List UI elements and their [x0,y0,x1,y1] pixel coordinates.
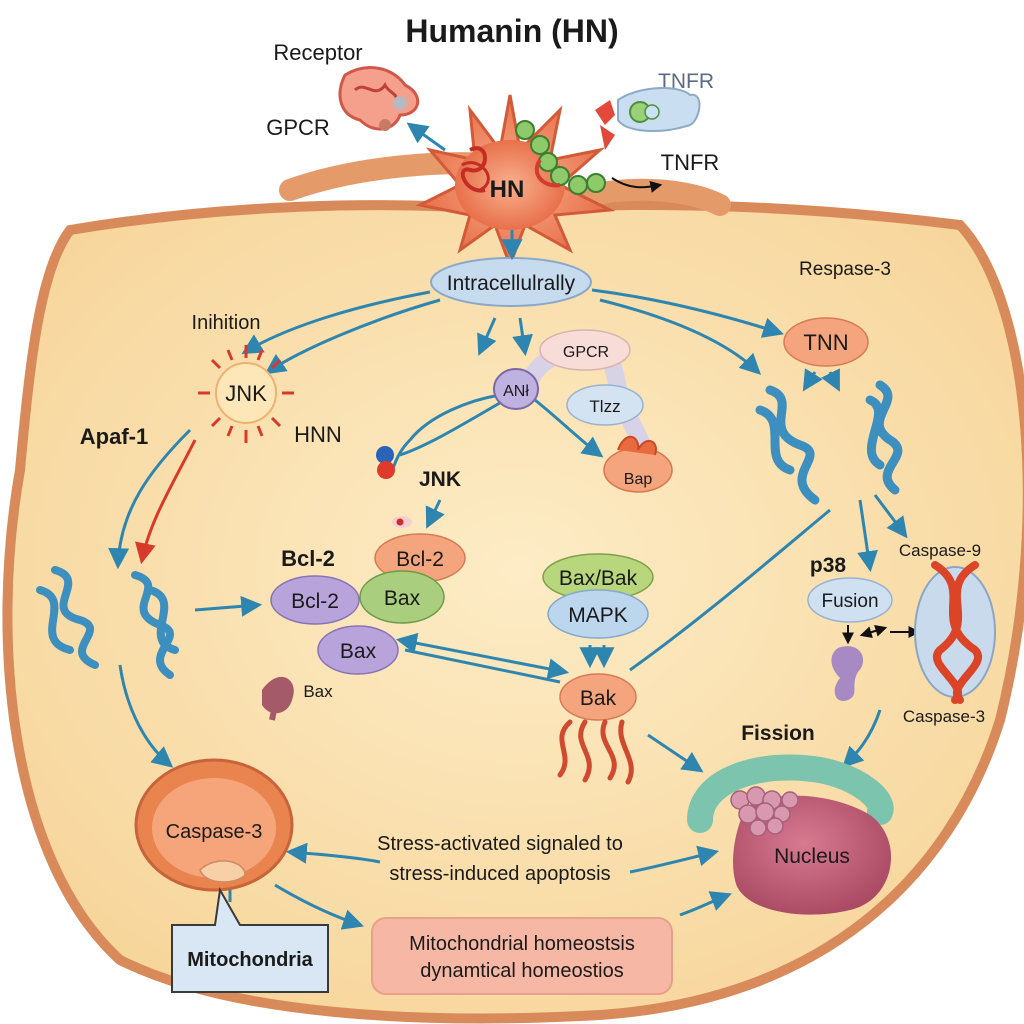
pathway-arrows [108,122,908,930]
tlzz-node [566,384,644,426]
fusion-node [807,577,893,623]
tnfr-receptor-protein [595,87,701,150]
tnfr-top-label: TNFR [658,70,714,93]
intracellular-label: Intracellulrally [447,272,576,295]
homeostasis-line2: dynamtical homeostios [420,960,623,982]
apaf1-label: Apaf-1 [80,424,148,449]
mitochondria-organelle: Caspase-3 [134,758,294,892]
bap-label: Bap [624,471,653,488]
bax-green-label: Bax [384,587,421,610]
jnk-burst: JNK [198,345,294,443]
bax-green-node [359,570,445,624]
nucleus-label: Nucleus [774,845,850,868]
jnk-left-label: JNK [225,381,267,406]
stress-line1: Stress-activated signaled to [377,833,623,855]
left-protein-ribbons [36,566,179,679]
caspase9-label: Caspase-9 [899,541,981,560]
bcl2-purple-node [270,575,360,625]
bcl2-bax-cluster: Bcl-2 Bcl-2 Bcl-2 Bax Bax Bax [262,533,466,721]
fusion-label: Fusion [821,591,878,612]
membrane-bilayer-right [579,178,731,216]
mitochondria-label: Mitochondria [187,949,313,971]
tlzz-label: Tlzz [589,397,620,416]
homeostasis-line1: Mitochondrial homeostsis [409,933,635,955]
bax-bak-label: Bax/Bak [559,567,638,590]
inhibition-arrow [135,439,197,565]
gpcr-receptor-protein [338,66,419,131]
bak-label: Bak [580,687,617,710]
inhibition-label: Inihition [192,312,261,334]
hn-core-label: HN [490,176,525,203]
ank-label: ANł [503,383,529,400]
fusion-arrows [842,625,921,645]
mapk-node [547,589,649,639]
nucleus-organelle: Nucleus [687,754,894,915]
mito-caspase3-label: Caspase-3 [166,821,263,843]
tnn-label: TNN [803,330,848,355]
bax-purple-node [317,625,399,675]
right-protein-ribbons [755,380,903,505]
mapk-cluster: Bax/Bak MAPK Bak [542,553,654,785]
diagram-title: Humanin (HN) [405,13,618,49]
p38-label: p38 [810,554,847,577]
intracellular-node: Intracellulrally [430,257,592,307]
jnk-center-label: JNK [419,468,461,491]
receptor-label: Receptor [273,40,362,65]
tnfr-arrow-label: TNFR [661,150,720,175]
tnfr-bead-chain [515,120,606,195]
bcl2-purple-label: Bcl-2 [291,590,339,613]
gpcr-center-label: GPCR [563,344,609,361]
bcl2-label: Bcl-2 [281,546,335,571]
gpcr-center-node [539,329,631,371]
gpcr-label: GPCR [266,115,330,140]
ank-node [493,368,539,410]
mitochondria-callout: Mitochondria [171,886,329,993]
hnn-label: HNN [294,422,342,447]
right-pathway: Respase-3 TNN p38 Fusion Caspase-9 Caspa… [755,259,996,726]
caspase3-right-label: Caspase-3 [903,707,985,726]
mapk-label: MAPK [568,604,628,627]
center-cluster: GPCR ANł Tlzz Bap JNK [376,329,673,528]
bax-purple-label: Bax [340,640,377,663]
tnn-node [783,317,869,367]
respase-label: Respase-3 [799,259,891,280]
stress-line2: stress-induced apoptosis [389,863,610,885]
bak-node [559,673,637,721]
homeostasis-box: Mitochondrial homeostsis dynamtical home… [371,917,673,995]
bax-small-label: Bax [303,682,333,701]
fission-label: Fission [741,722,815,745]
bcl2-orange-label: Bcl-2 [396,548,444,571]
